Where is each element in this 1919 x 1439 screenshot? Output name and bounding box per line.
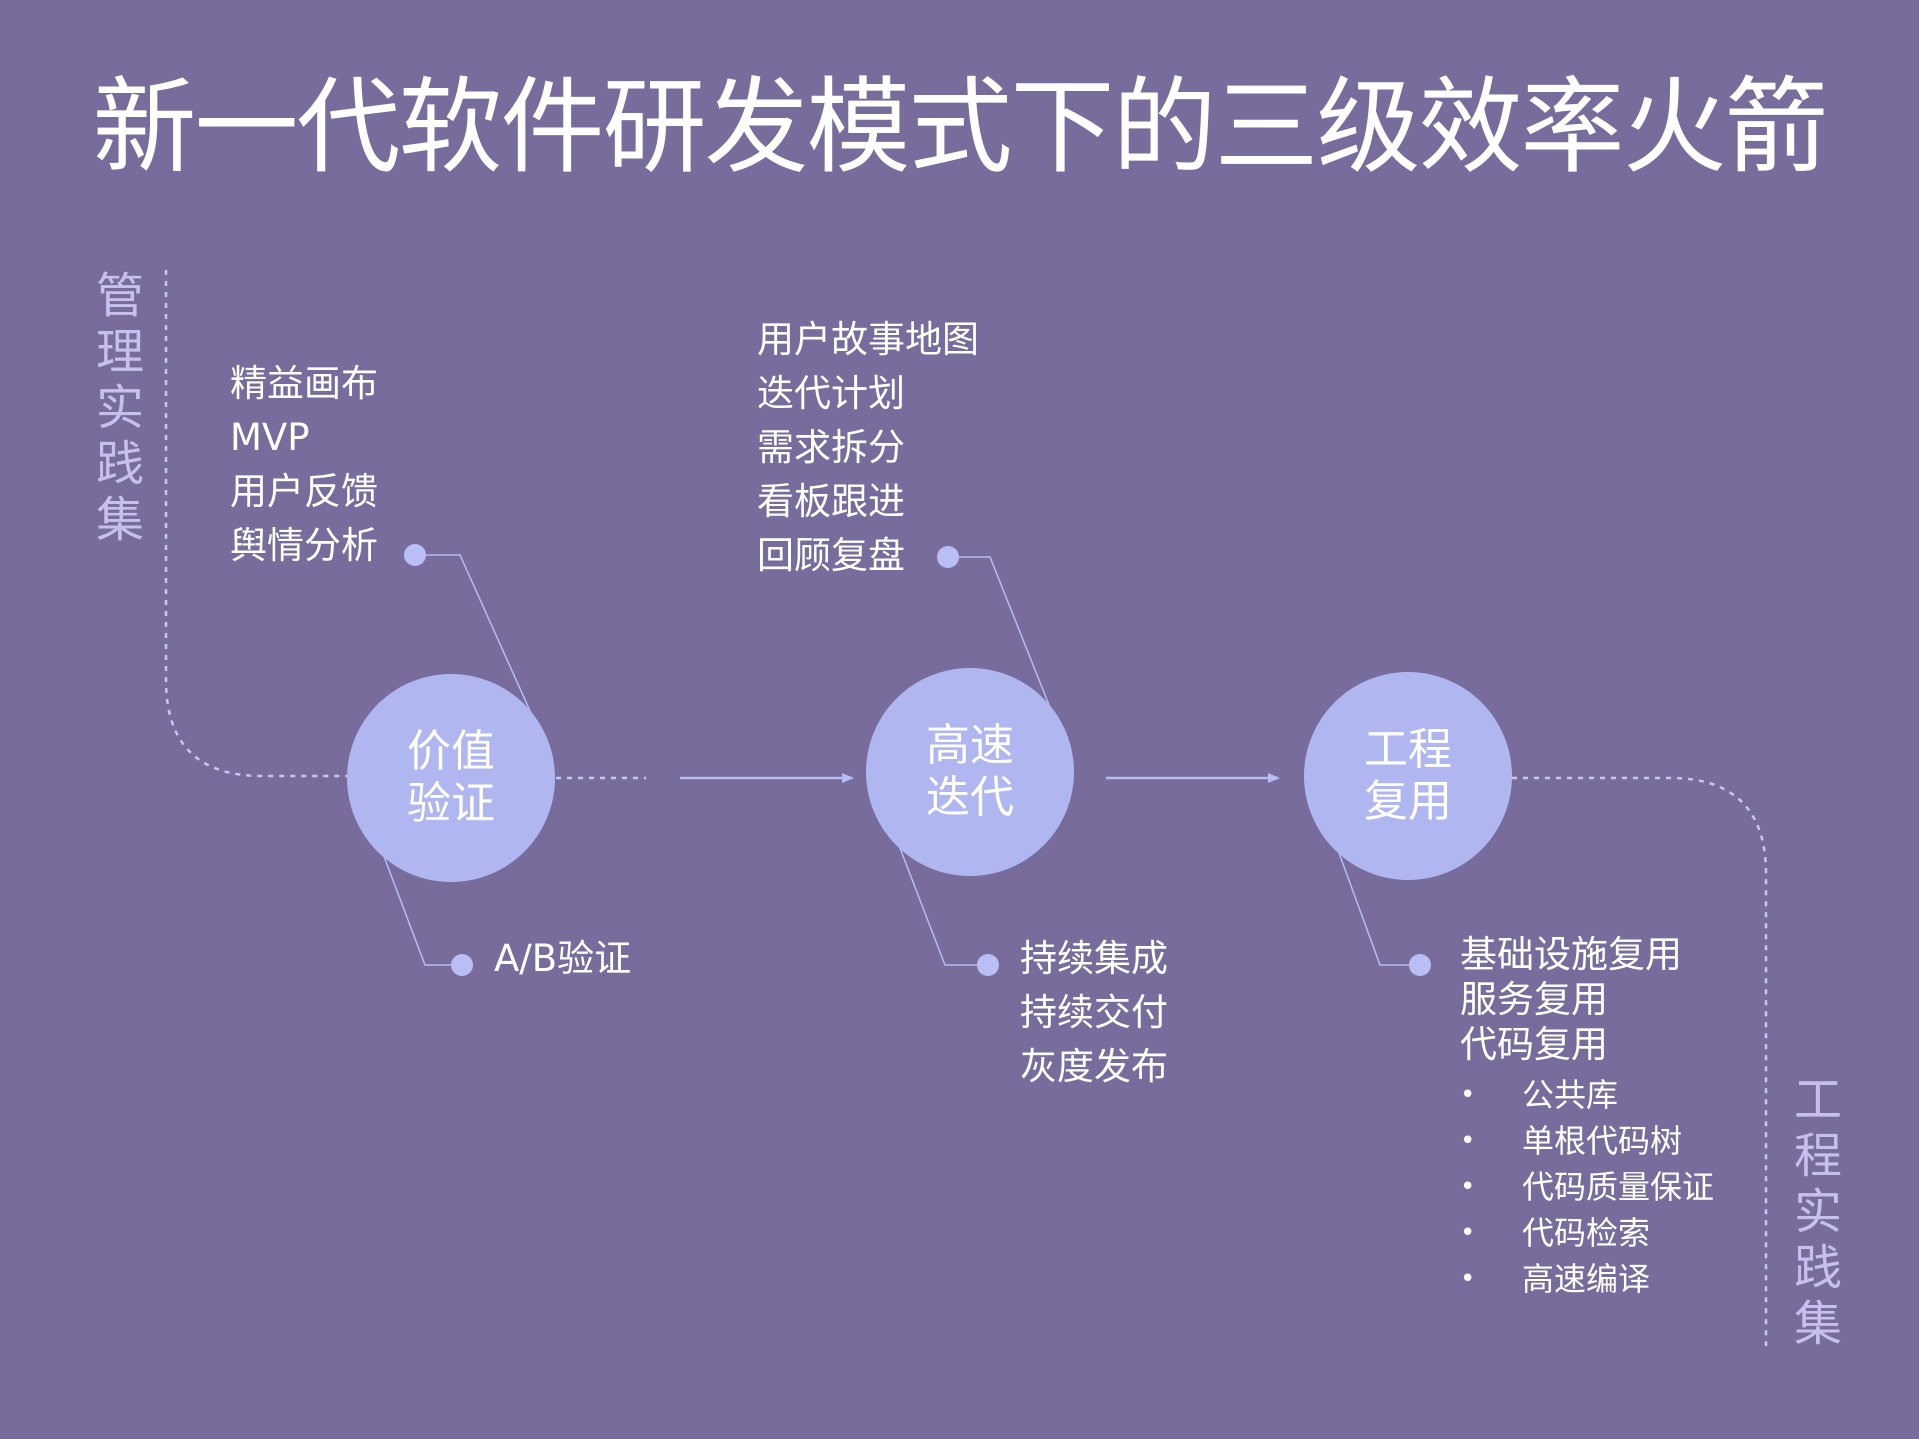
stage-label-line: 验证 [407, 778, 495, 829]
management-practice-label: 管 理 实 践 集 [80, 268, 160, 548]
dot-iteration-top [937, 546, 959, 568]
stage-label-line: 复用 [1364, 776, 1452, 827]
stage-engineering-reuse: 工程 复用 [1304, 672, 1512, 880]
rapid-iteration-top-list: 用户故事地图 迭代计划 需求拆分 看板跟进 回顾复盘 [757, 313, 979, 583]
stage-label-line: 价值 [407, 726, 495, 777]
list-item: 舆情分析 [230, 524, 378, 567]
list-item: 服务复用 [1460, 978, 1608, 1021]
list-item: 单根代码树 [1460, 1118, 1714, 1164]
engineering-label-char: 践 [1793, 1240, 1842, 1296]
list-item: 代码质量保证 [1460, 1164, 1714, 1210]
connector-reuse-bottom [1334, 841, 1420, 966]
connector-value-top [415, 554, 536, 723]
engineering-flow-path [1512, 776, 1768, 1346]
list-item: 看板跟进 [757, 480, 905, 523]
stage-label-line: 高速 [926, 720, 1014, 771]
management-label-char: 集 [95, 492, 144, 548]
dot-iteration-bottom [977, 954, 999, 976]
management-label-char: 实 [95, 380, 144, 436]
engineering-label-char: 工 [1793, 1072, 1842, 1128]
list-item: 持续集成 [1020, 937, 1168, 980]
management-flow-path [164, 270, 348, 778]
stage-label-line: 迭代 [926, 772, 1014, 823]
dot-value-bottom [451, 954, 473, 976]
list-item: 高速编译 [1460, 1256, 1714, 1302]
management-label-char: 管 [95, 268, 144, 324]
engineering-practice-label: 工 程 实 践 集 [1778, 1072, 1858, 1352]
value-validation-bottom-list: A/B验证 [494, 932, 631, 986]
list-item: 回顾复盘 [757, 534, 905, 577]
list-item: A/B验证 [494, 937, 632, 980]
value-validation-top-list: 精益画布 MVP 用户反馈 舆情分析 [230, 357, 378, 573]
list-item: 用户反馈 [230, 470, 378, 513]
list-item: 用户故事地图 [757, 318, 979, 361]
engineering-reuse-bottom-list: 基础设施复用 服务复用 代码复用 [1460, 932, 1682, 1067]
stage-rapid-iteration: 高速 迭代 [866, 668, 1074, 876]
list-item: MVP [230, 416, 310, 459]
connector-iteration-top [948, 556, 1056, 721]
stage-value-validation: 价值 验证 [347, 674, 555, 882]
connector-value-bottom [379, 845, 462, 966]
dot-value-top [404, 544, 426, 566]
stage-label-line: 工程 [1364, 724, 1452, 775]
list-item: 代码复用 [1460, 1023, 1608, 1066]
list-item: 灰度发布 [1020, 1045, 1168, 1088]
engineering-label-char: 实 [1793, 1184, 1842, 1240]
code-reuse-sub-list: 公共库 单根代码树 代码质量保证 代码检索 高速编译 [1460, 1072, 1714, 1302]
list-item: 基础设施复用 [1460, 933, 1682, 976]
list-item: 精益画布 [230, 362, 378, 405]
list-item: 需求拆分 [757, 426, 905, 469]
dot-reuse-bottom [1409, 954, 1431, 976]
management-label-char: 践 [95, 436, 144, 492]
list-item: 迭代计划 [757, 372, 905, 415]
list-item: 持续交付 [1020, 991, 1168, 1034]
list-item: 公共库 [1460, 1072, 1714, 1118]
management-label-char: 理 [95, 324, 144, 380]
engineering-label-char: 程 [1793, 1128, 1842, 1184]
connector-iteration-bottom [897, 842, 988, 966]
list-item: 代码检索 [1460, 1210, 1714, 1256]
page-title: 新一代软件研发模式下的三级效率火箭 [92, 66, 1828, 188]
engineering-label-char: 集 [1793, 1296, 1842, 1352]
rapid-iteration-bottom-list: 持续集成 持续交付 灰度发布 [1020, 932, 1168, 1094]
